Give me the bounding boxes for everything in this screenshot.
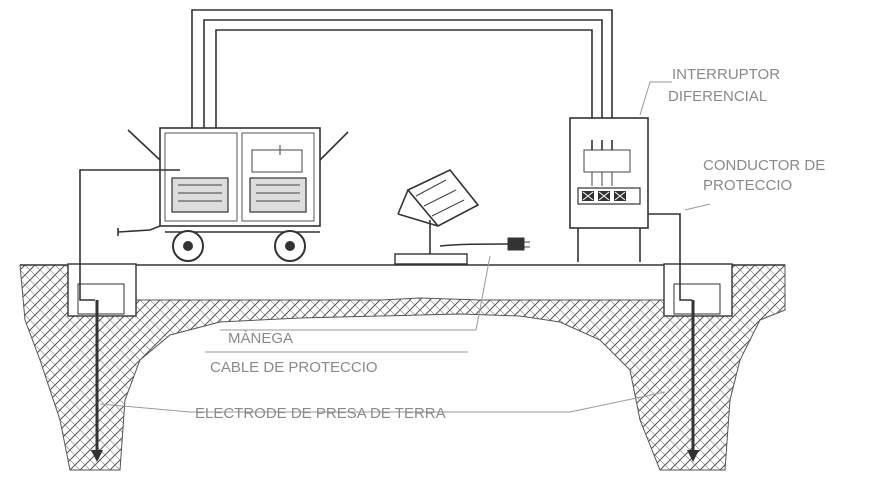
overhead-cables	[191, 9, 613, 150]
label-cable: CABLE DE PROTECCIO	[210, 359, 378, 376]
label-interruptor-line1: INTERRUPTOR	[672, 66, 780, 83]
label-interruptor-line2: DIFERENCIAL	[668, 88, 767, 105]
label-electrode: ELECTRODE DE PRESA DE TERRA	[195, 405, 446, 422]
label-conductor-line2: PROTECCIO	[703, 177, 792, 194]
generator-ground-lead	[79, 169, 180, 301]
switchboard-panel	[569, 117, 649, 262]
right-ground-pit	[663, 263, 733, 462]
breaker-row	[582, 191, 626, 201]
generator-trailer	[117, 127, 349, 262]
label-manega: MÀNEGA	[228, 330, 293, 347]
leader-lines	[99, 81, 711, 413]
ground-soil	[19, 264, 786, 471]
label-conductor-line1: CONDUCTOR DE	[703, 157, 825, 174]
switchboard-ground-lead	[648, 213, 692, 301]
concrete-mixer	[394, 169, 530, 265]
